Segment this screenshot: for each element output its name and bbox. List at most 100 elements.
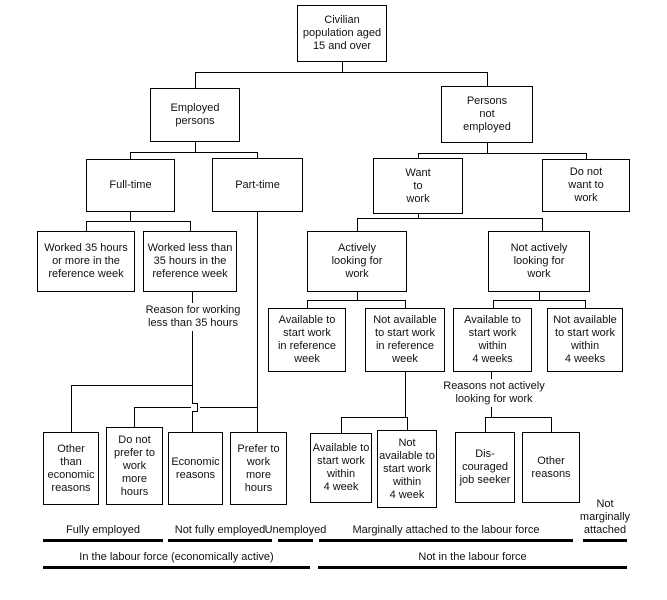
not-available-4-week-bottom-label: Not available to start work within 4 wee… [379,436,435,501]
available-ref-week-label: Available to start work in reference wee… [277,314,337,365]
connector-line [418,153,587,154]
civilian-population-box: Civilian population aged 15 and over [297,5,387,62]
reason-working-less-35-label: Reason for working less than 35 hours [137,303,249,331]
connector-line [407,417,408,430]
connector-line [130,212,131,221]
not-available-4-weeks-label: Not available to start work within 4 wee… [553,314,617,365]
available-4-week-bottom-label: Available to start work within 4 week [312,442,370,493]
connector-line [134,407,135,427]
connector-line [257,407,258,432]
connector-line [86,221,191,222]
connector-line [586,153,587,159]
employed-persons-box: Employed persons [150,88,240,142]
not-available-ref-week-box: Not available to start work in reference… [365,308,445,372]
persons-not-employed-box: Persons not employed [441,86,533,143]
want-to-work-label: Want to work [405,166,431,205]
connector-line [257,152,258,158]
discouraged-job-seeker-label: Dis- couraged job seeker [459,448,511,486]
part-time-box: Part-time [212,158,303,212]
connector-line [195,72,196,88]
full-time-label: Full-time [109,179,152,191]
do-not-want-to-work-box: Do not want to work [542,159,630,212]
connector-line [71,385,72,432]
prefer-more-hours-label: Prefer to work more hours [237,442,280,494]
connector-line [307,300,406,301]
connector-line [341,417,408,418]
worked-35-or-more-label: Worked 35 hours or more in the reference… [44,242,128,280]
connector-line [86,221,87,231]
other-than-economic-box: Other than economic reasons [43,432,99,505]
not-available-4-week-bottom-box: Not available to start work within 4 wee… [377,430,437,508]
other-reasons-label: Other reasons [531,454,571,480]
connector-line [130,152,131,159]
reasons-not-actively-looking-label: Reasons not actively looking for work [428,379,560,407]
actively-looking-box: Actively looking for work [307,231,407,292]
available-4-weeks-box: Available to start work within 4 weeks [453,308,532,372]
discouraged-job-seeker-box: Dis- couraged job seeker [455,432,515,503]
connector-line [493,300,586,301]
civilian-population-label: Civilian population aged 15 and over [302,14,382,52]
worked-less-35-label: Worked less than 35 hours in the referen… [147,242,233,280]
connector-line [195,142,196,152]
available-ref-week-box: Available to start work in reference wee… [268,308,346,372]
in-labour-force-label: In the labour force (economically active… [79,551,274,563]
connector-line [551,417,552,432]
prefer-more-hours-box: Prefer to work more hours [230,432,287,505]
connector-line [487,72,488,86]
connector-line [192,411,198,412]
connector-line [190,221,191,231]
fully-employed-underline [43,539,163,542]
connector-line [342,62,343,72]
connector-line [192,411,193,432]
connector-line [192,292,193,403]
connector-line [357,292,358,300]
not-actively-looking-label: Not actively looking for work [510,242,568,280]
full-time-box: Full-time [86,159,175,212]
not-available-ref-week-label: Not available to start work in reference… [373,314,437,365]
worked-35-or-more-box: Worked 35 hours or more in the reference… [37,231,135,292]
unemployed-label: Unemployed [264,524,327,536]
economic-reasons-box: Economic reasons [168,432,223,505]
connector-line [130,152,258,153]
not-in-labour-force-label: Not in the labour force [418,551,527,563]
connector-line [200,407,258,408]
not-marginally-attached-underline [583,539,627,542]
connector-line [485,417,552,418]
do-not-prefer-more-hours-label: Do not prefer to work more hours [114,433,155,498]
economic-reasons-label: Economic reasons [171,455,220,481]
not-available-4-weeks-box: Not available to start work within 4 wee… [547,308,623,372]
connector-line [357,218,358,231]
not-fully-employed-underline [168,539,272,542]
fully-employed-label: Fully employed [66,524,140,536]
connector-line [418,153,419,158]
connector-line [405,300,406,308]
do-not-want-to-work-label: Do not want to work [568,166,604,204]
persons-not-employed-label: Persons not employed [463,95,511,133]
connector-line [485,417,486,432]
other-reasons-box: Other reasons [522,432,580,503]
employed-persons-label: Employed persons [170,102,220,127]
connector-line [134,407,191,408]
connector-line [257,212,258,407]
unemployed-underline [278,539,313,542]
connector-line [195,72,488,73]
in-labour-force-underline [43,566,310,569]
connector-line [585,300,586,308]
connector-line [71,385,193,386]
not-marginally-attached-label: Not marginally attached [579,498,631,536]
connector-line [341,417,342,433]
part-time-label: Part-time [235,178,280,191]
not-actively-looking-box: Not actively looking for work [488,231,590,292]
marginally-attached-underline [319,539,573,542]
not-fully-employed-label: Not fully employed [174,524,266,536]
do-not-prefer-more-hours-box: Do not prefer to work more hours [106,427,163,505]
other-than-economic-label: Other than economic reasons [47,442,95,494]
want-to-work-box: Want to work [373,158,463,214]
connector-line [405,372,406,417]
connector-line [197,403,198,411]
connector-line [418,214,419,218]
available-4-weeks-label: Available to start work within 4 weeks [464,314,521,365]
not-in-labour-force-underline [318,566,627,569]
connector-line [307,300,308,308]
available-4-week-bottom-box: Available to start work within 4 week [310,433,372,503]
